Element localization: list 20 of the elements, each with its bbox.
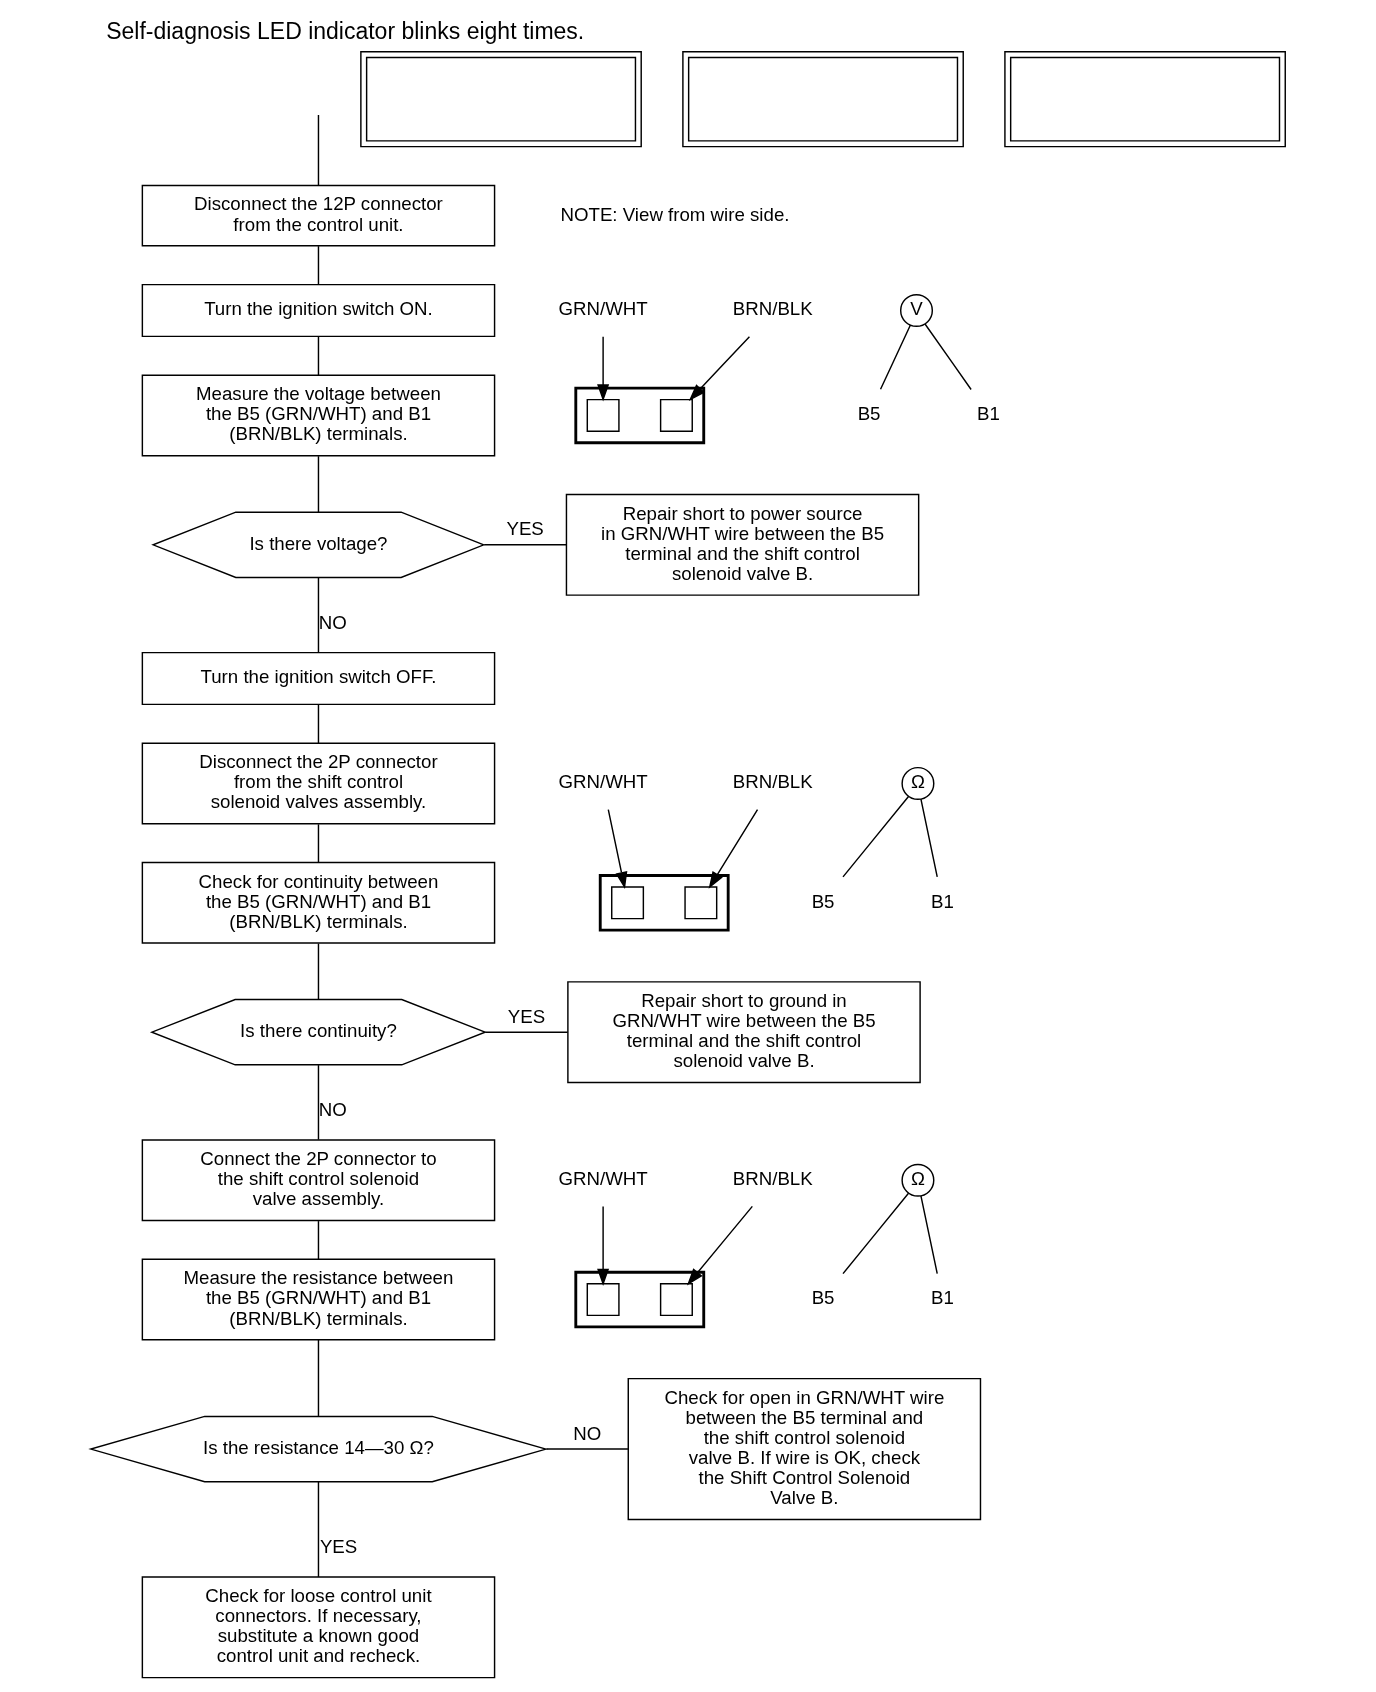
- edge-label: NO: [573, 1422, 602, 1444]
- node-text: BRN/BLK: [732, 1168, 813, 1190]
- label: NOTE: View from wire side.: [560, 203, 790, 225]
- node-text: GRN/WHT: [558, 298, 648, 320]
- node-text: B5: [811, 1287, 835, 1309]
- node-text: B5: [811, 890, 835, 912]
- node-text: GRN/WHT: [558, 1168, 648, 1190]
- node-text: BRN/BLK: [732, 771, 813, 793]
- node-text: GRN/WHT: [558, 771, 648, 793]
- edge-label: YES: [506, 518, 544, 540]
- diagram-title: Self-diagnosis LED indicator blinks eight times.: [106, 17, 585, 44]
- node-text: B5: [857, 403, 881, 425]
- node-text: B1: [976, 403, 1000, 425]
- edge-label: NO: [318, 611, 347, 633]
- node-text: BRN/BLK: [732, 298, 813, 320]
- edge-label: NO: [318, 1099, 347, 1121]
- node-text: B1: [930, 1287, 954, 1309]
- node-text: B1: [930, 890, 954, 912]
- edge-label: YES: [319, 1536, 358, 1558]
- edge-label: YES: [507, 1005, 546, 1027]
